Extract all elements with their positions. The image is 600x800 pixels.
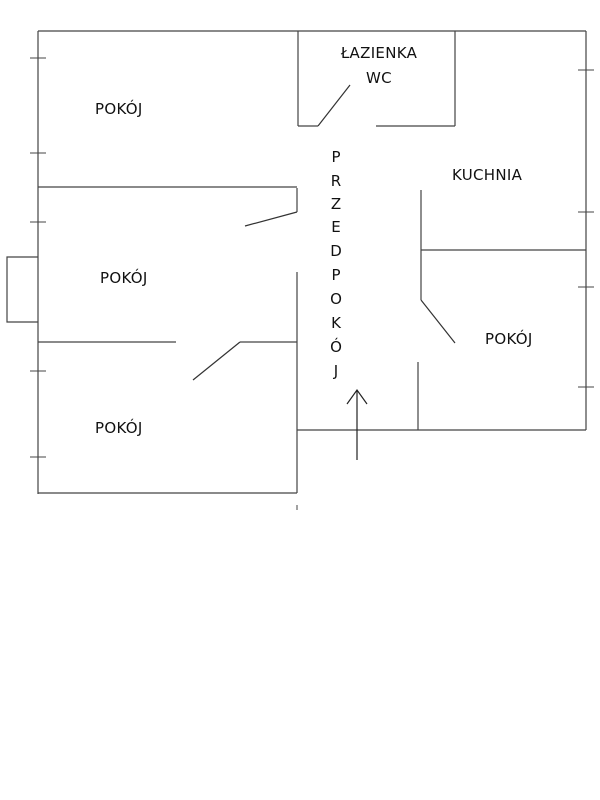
corridor-letter: J [333,362,338,380]
label-bathroom: ŁAZIENKA [340,44,418,62]
label-wc: WC [366,69,392,87]
arrow-head [346,388,368,405]
door-right-room [420,299,456,344]
label-room-middle-left: POKÓJ [100,268,148,287]
corridor-letter: Ó [330,337,342,356]
corridor-letter: Z [331,195,341,213]
door-middle-left-room [244,211,298,227]
corridor-letter: P [331,266,340,284]
bathroom-walls [297,31,456,127]
corridor-label: P R Z E D P O K Ó J [330,148,342,380]
corridor-letter: R [331,172,341,190]
right-rooms-walls [417,190,586,430]
corridor-letter: K [331,314,342,332]
doors [192,84,456,381]
corridor-letter: E [331,218,340,236]
window-frame [6,256,38,323]
left-rooms-walls [38,186,298,430]
door-bottom-left-room [192,341,241,381]
corridor-letter: P [331,148,340,166]
entrance-arrow [346,388,368,460]
outer-walls [37,30,587,494]
label-room-bottom-left: POKÓJ [95,418,143,437]
label-kitchen: KUCHNIA [452,166,523,184]
label-room-top-left: POKÓJ [95,99,143,118]
door-bathroom [317,84,351,127]
wall-ticks [30,57,594,510]
corridor-letter: D [330,242,342,260]
label-room-right: POKÓJ [485,329,533,348]
window-left [6,256,38,323]
corridor-letter: O [330,290,342,308]
